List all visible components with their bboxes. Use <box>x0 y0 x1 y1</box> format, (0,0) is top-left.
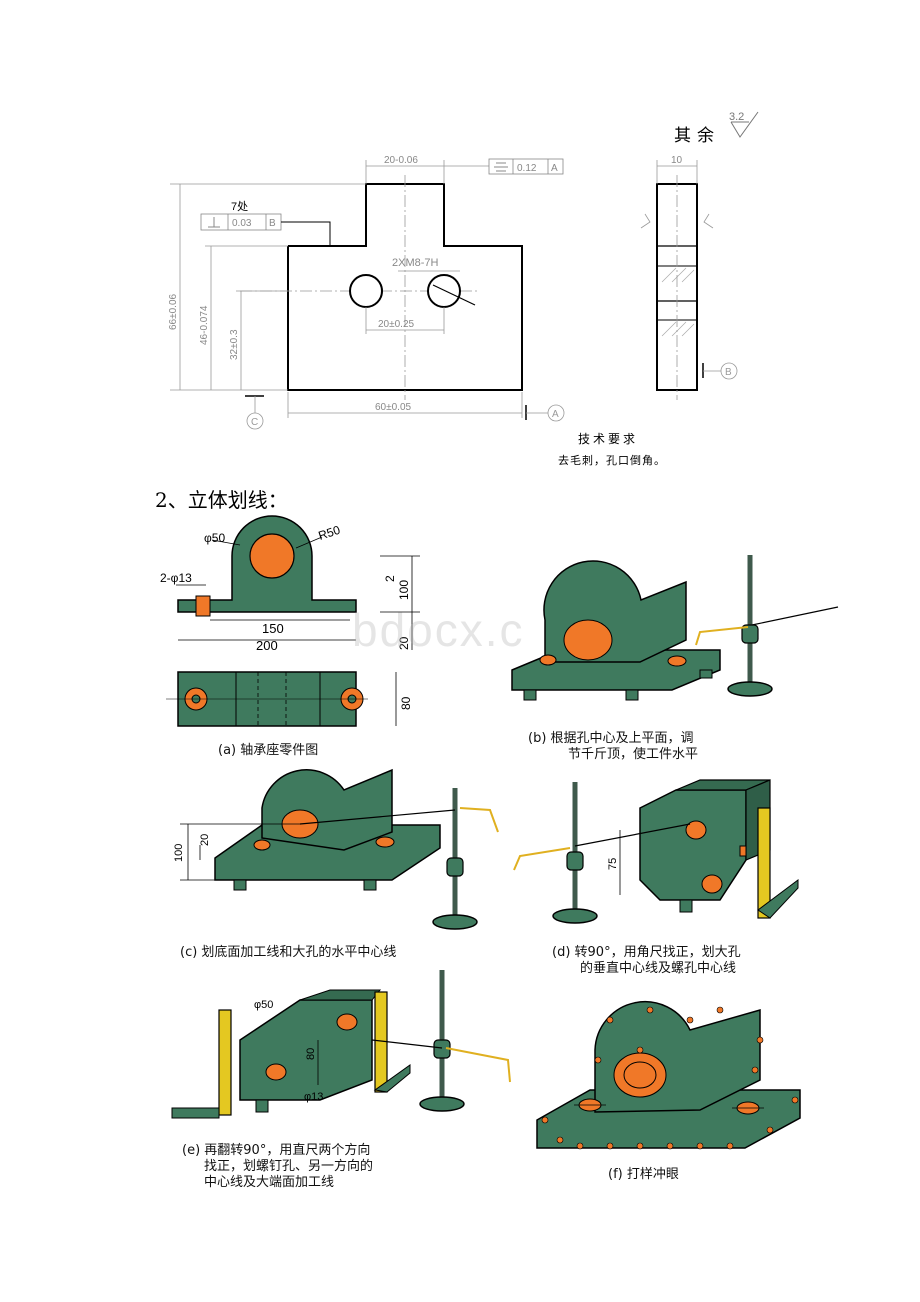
caption-d-line1: (d) 转90°，用角尺找正，划大孔 <box>552 945 741 960</box>
caption-e-line3: 中心线及大端面加工线 <box>204 1175 335 1190</box>
caption-a: (a) 轴承座零件图 <box>218 743 319 758</box>
thread-label: 2XM8-7H <box>392 257 439 269</box>
roughness-value: 3.2 <box>729 111 744 123</box>
fig-c-100: 100 <box>173 844 185 862</box>
perp-datum: B <box>269 218 276 229</box>
perp-value: 0.03 <box>232 218 252 229</box>
tech-requirements-body: 去毛刺，孔口倒角。 <box>558 454 666 467</box>
part-outline <box>287 183 523 391</box>
fig-a-holes: 2-φ13 <box>160 571 192 585</box>
dim-hole-spacing: 20±0.25 <box>378 319 415 330</box>
figure-b <box>511 555 839 701</box>
fig-d-75: 75 <box>607 858 619 870</box>
figure-f <box>536 1001 801 1150</box>
datum-b: B <box>725 367 732 378</box>
dim-hole-height: 32±0.3 <box>229 329 240 360</box>
caption-e-line2: 找正，划螺钉孔、另一方向的 <box>204 1159 374 1174</box>
tech-requirements-title: 技术要求 <box>578 432 639 446</box>
datum-a: A <box>552 409 559 420</box>
caption-e-line1: (e) 再翻转90°，用直尺两个方向 <box>182 1143 371 1158</box>
fig-a-100: 100 <box>397 580 411 600</box>
thread-hole-right <box>427 274 461 308</box>
fig-a-r50: R50 <box>317 523 343 543</box>
roughness-note: 其余 <box>674 126 720 146</box>
count-label: 7处 <box>231 200 248 213</box>
fig-c-20: 20 <box>199 834 211 846</box>
fig-e-phi13: φ13 <box>304 1091 323 1103</box>
figure-d: 75 <box>513 779 799 923</box>
figure-c: 100 20 <box>173 768 499 929</box>
fig-a-phi50: φ50 <box>204 531 225 545</box>
watermark: bdocx.c <box>352 604 525 656</box>
side-thickness: 10 <box>671 155 683 166</box>
caption-f: (f) 打样冲眼 <box>608 1167 679 1182</box>
figure-e: φ50 80 φ13 <box>171 970 511 1119</box>
part-drawing: 3.2 2XM8-7H 20-0.06 0.12 A 7处 0.03 B 66±… <box>168 111 759 430</box>
fig-e-phi50: φ50 <box>254 999 273 1011</box>
figure-a: φ50 R50 2-φ13 150 200 100 2 20 80 <box>160 515 420 727</box>
dim-width: 60±0.05 <box>375 402 412 413</box>
fig-e-80: 80 <box>305 1048 317 1060</box>
roughness-symbol: 3.2 <box>729 111 759 138</box>
fig-a-200: 200 <box>256 638 278 653</box>
dim-top-width: 20-0.06 <box>384 155 418 166</box>
caption-b-line2: 节千斤顶，使工件水平 <box>568 747 699 762</box>
caption-c: (c) 划底面加工线和大孔的水平中心线 <box>180 945 397 960</box>
flatness-datum: A <box>551 163 558 174</box>
fig-a-2: 2 <box>383 575 397 582</box>
caption-b-line1: (b) 根据孔中心及上平面，调 <box>528 731 694 746</box>
datum-c: C <box>251 417 258 428</box>
section-heading: 2、立体划线： <box>155 488 288 512</box>
marking-figures: φ50 R50 2-φ13 150 200 100 2 20 80 <box>160 515 839 1150</box>
thread-hole-left <box>349 274 383 308</box>
fig-a-80: 80 <box>399 696 413 710</box>
dim-height-total: 66±0.06 <box>168 293 179 330</box>
flatness-value: 0.12 <box>517 163 537 174</box>
fig-a-20: 20 <box>397 636 411 650</box>
caption-d-line2: 的垂直中心线及螺孔中心线 <box>580 961 737 976</box>
dim-height-body: 46-0.074 <box>199 305 210 345</box>
fig-a-150: 150 <box>262 621 284 636</box>
